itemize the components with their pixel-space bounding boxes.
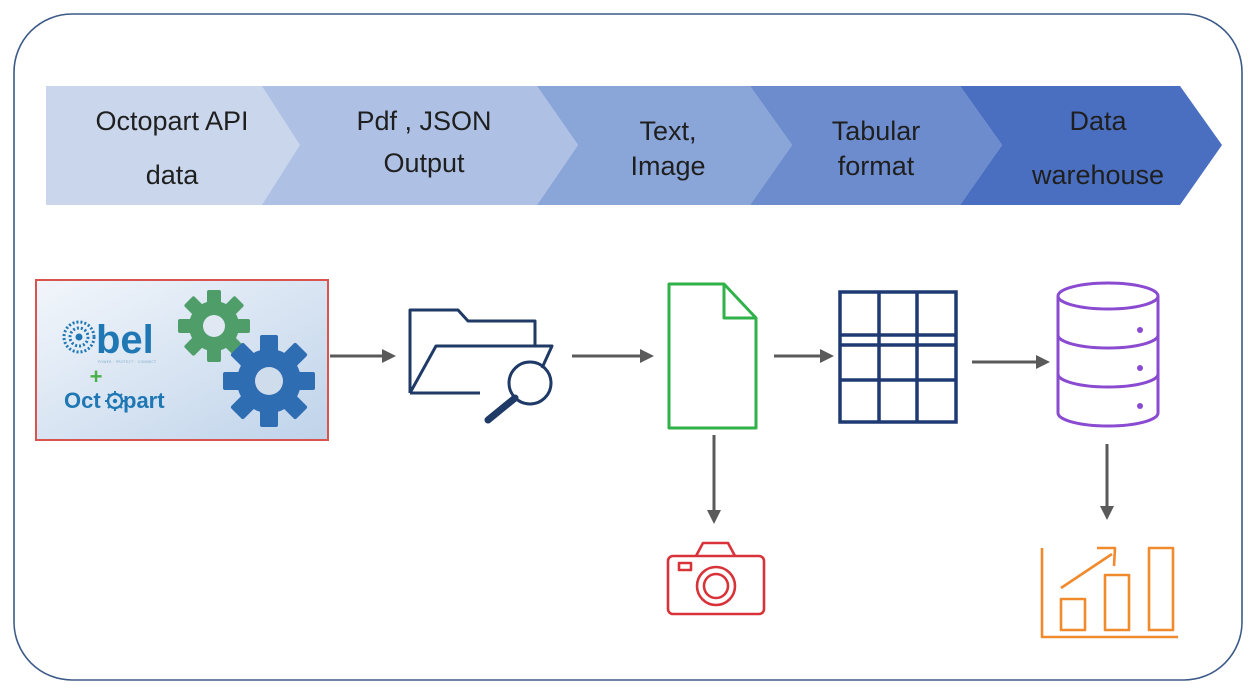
stage-4-label-line2: format: [838, 151, 915, 181]
octopart-logo-icon: [105, 391, 125, 411]
bel-tagline: POWER · PROTECT · CONNECT: [98, 360, 156, 364]
table-grid-icon: [838, 290, 958, 424]
camera-icon: [666, 541, 766, 616]
plus-sign: +: [90, 364, 103, 389]
arrow-folder-to-document: [572, 349, 654, 363]
arrow-document-to-table: [774, 349, 834, 363]
stage-4-chevron: [750, 86, 1002, 205]
green-gear-icon: [178, 290, 250, 362]
bel-globe-icon: [62, 320, 96, 354]
stage-3-label-line1: Text,: [639, 116, 696, 146]
stage-1-label-line1: Octopart API: [95, 106, 248, 136]
stage-2-label-line2: Output: [383, 148, 465, 178]
stage-3-chevron: [537, 86, 792, 205]
arrow-table-to-database: [972, 355, 1050, 369]
stage-5-label-line2: warehouse: [1031, 160, 1164, 190]
folder-search-icon: [408, 308, 554, 424]
stage-4-label-line1: Tabular: [832, 116, 921, 146]
stage-2-label-line1: Pdf , JSON: [356, 106, 491, 136]
document-icon: [667, 282, 758, 430]
octopart-logo-text-end: part: [123, 388, 165, 413]
stage-3-label-line2: Image: [630, 151, 705, 181]
flow-arrows: [330, 349, 1114, 524]
database-icon: [1056, 281, 1160, 428]
stage-5-label-line1: Data: [1069, 106, 1127, 136]
arrow-source-to-folder: [330, 349, 396, 363]
source-box: bel POWER · PROTECT · CONNECT + Oct part: [35, 279, 329, 441]
stage-1-label-line2: data: [146, 160, 200, 190]
bel-logo-text: bel: [96, 318, 154, 362]
stage-1-chevron: [46, 86, 308, 205]
arrow-document-to-camera: [707, 435, 721, 524]
outer-frame: [13, 13, 1243, 681]
octopart-logo-text-start: Oct: [64, 388, 101, 413]
process-banner: Octopart API data Pdf , JSON Output Text…: [46, 86, 1222, 205]
stage-5-chevron: [960, 86, 1222, 205]
arrow-database-to-chart: [1100, 444, 1114, 520]
blue-gear-icon: [223, 335, 315, 427]
growth-bar-chart-icon: [1040, 546, 1178, 639]
stage-2-chevron: [262, 86, 578, 205]
